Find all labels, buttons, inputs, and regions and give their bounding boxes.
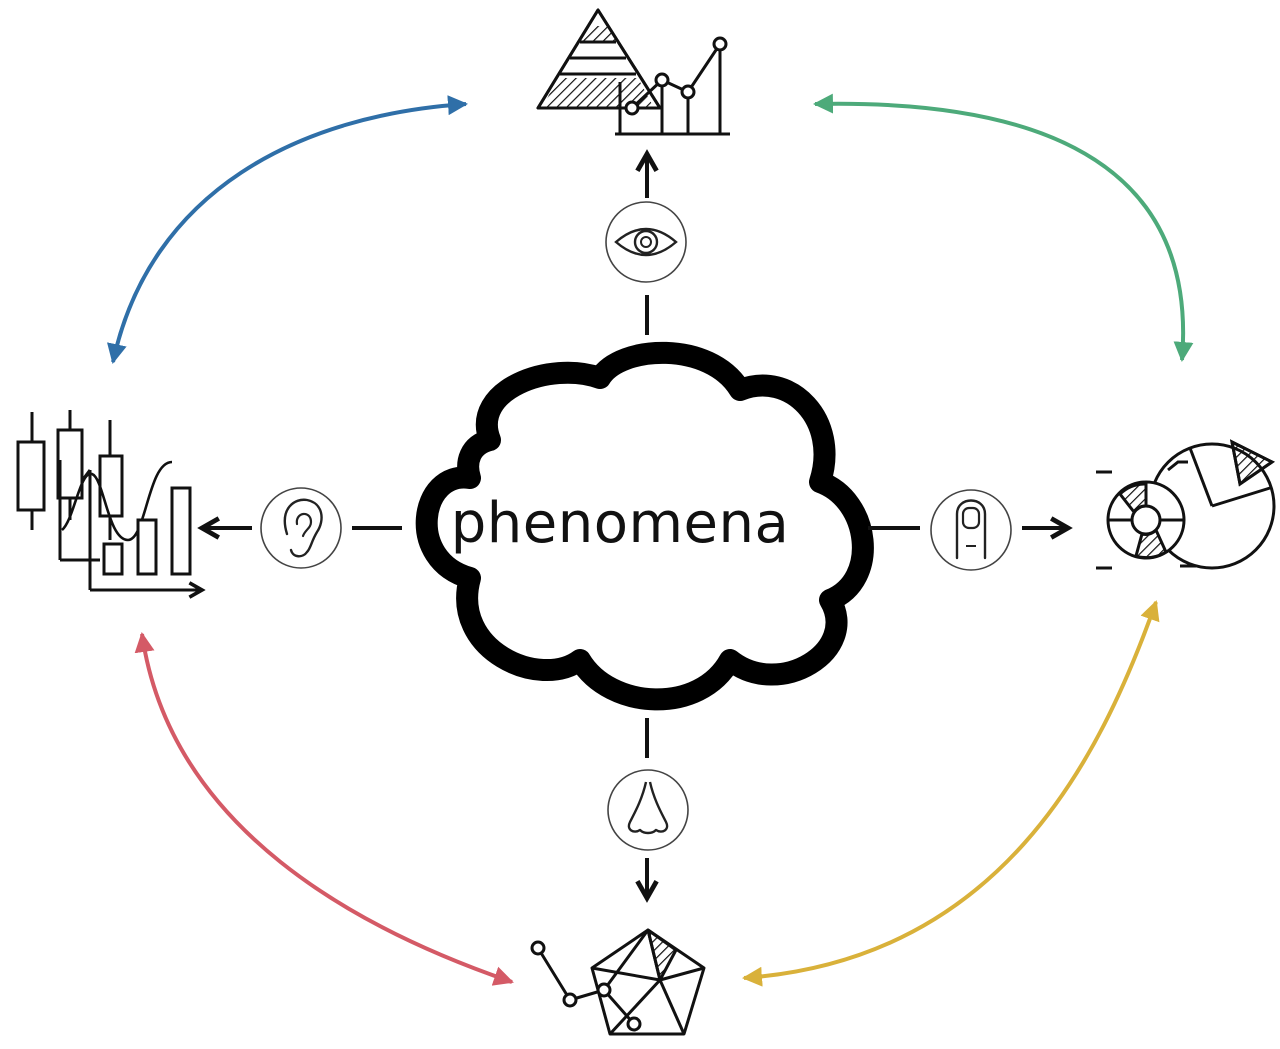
center-label: phenomena (450, 491, 790, 556)
pie-donut-chart-icon (1096, 439, 1276, 570)
radar-network-chart-icon (530, 928, 706, 1036)
candlestick-bar-chart-icon (16, 410, 206, 599)
red-double-arrow (134, 632, 514, 986)
pyramid-line-chart-icon (536, 8, 730, 136)
nose-icon (607, 769, 689, 851)
blue-double-arrow (107, 95, 468, 364)
finger-icon (930, 489, 1012, 571)
yellow-double-arrow (742, 600, 1160, 987)
ear-icon (260, 487, 342, 569)
eye-icon (605, 201, 687, 283)
cloud-shape (415, 341, 874, 711)
green-double-arrow (813, 93, 1194, 362)
